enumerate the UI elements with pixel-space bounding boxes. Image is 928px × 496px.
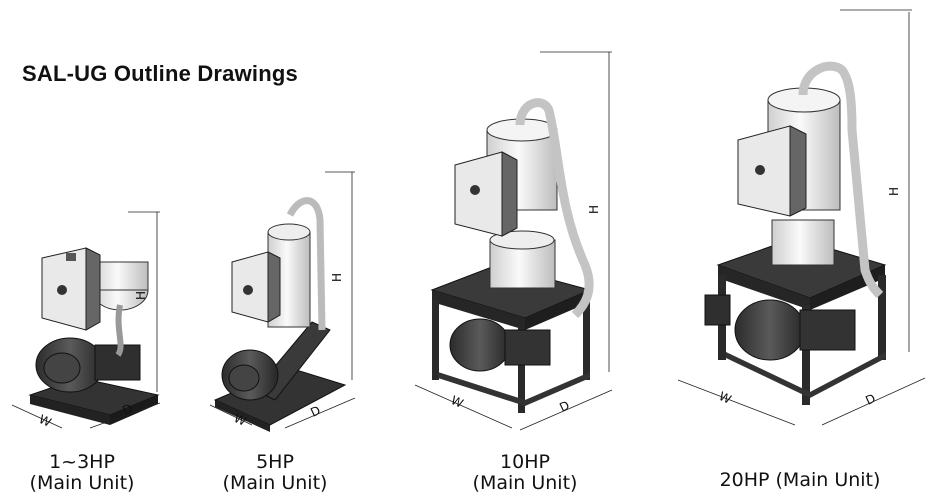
dim-w-unit4: W — [717, 389, 734, 407]
dim-h-unit3: H — [587, 205, 601, 214]
unit-note-label: (Main Unit) — [222, 472, 328, 494]
unit-model-label: 5HP — [256, 451, 294, 473]
unit-model-label: 10HP — [500, 451, 550, 473]
dim-d-unit3: D — [557, 398, 571, 415]
unit-10hp-caption: 10HP (Main Unit) — [460, 452, 590, 494]
unit-note-label: (Main Unit) — [472, 472, 578, 494]
unit-1-3hp-caption: 1~3HP (Main Unit) — [22, 452, 142, 494]
page-title: SAL-UG Outline Drawings — [22, 61, 298, 86]
unit-1-3hp-drawing — [11, 211, 161, 429]
unit-20hp-caption: 20HP (Main Unit) — [700, 470, 900, 491]
dim-h-unit1: H — [134, 291, 148, 300]
unit-note-label: (Main Unit) — [29, 472, 135, 494]
unit-model-label: 20HP (Main Unit) — [719, 469, 881, 491]
unit-model-label: 1~3HP — [49, 451, 115, 473]
unit-10hp-drawing — [414, 51, 613, 431]
dim-w-unit2: W — [232, 411, 249, 429]
dim-w-unit1: W — [37, 412, 54, 430]
dim-w-unit3: W — [449, 393, 466, 411]
dim-h-unit4: H — [887, 187, 901, 196]
unit-20hp-drawing — [677, 9, 926, 426]
dim-h-unit2: H — [330, 273, 344, 282]
unit-5hp-caption: 5HP (Main Unit) — [215, 452, 335, 494]
unit-5hp-drawing — [209, 171, 356, 432]
